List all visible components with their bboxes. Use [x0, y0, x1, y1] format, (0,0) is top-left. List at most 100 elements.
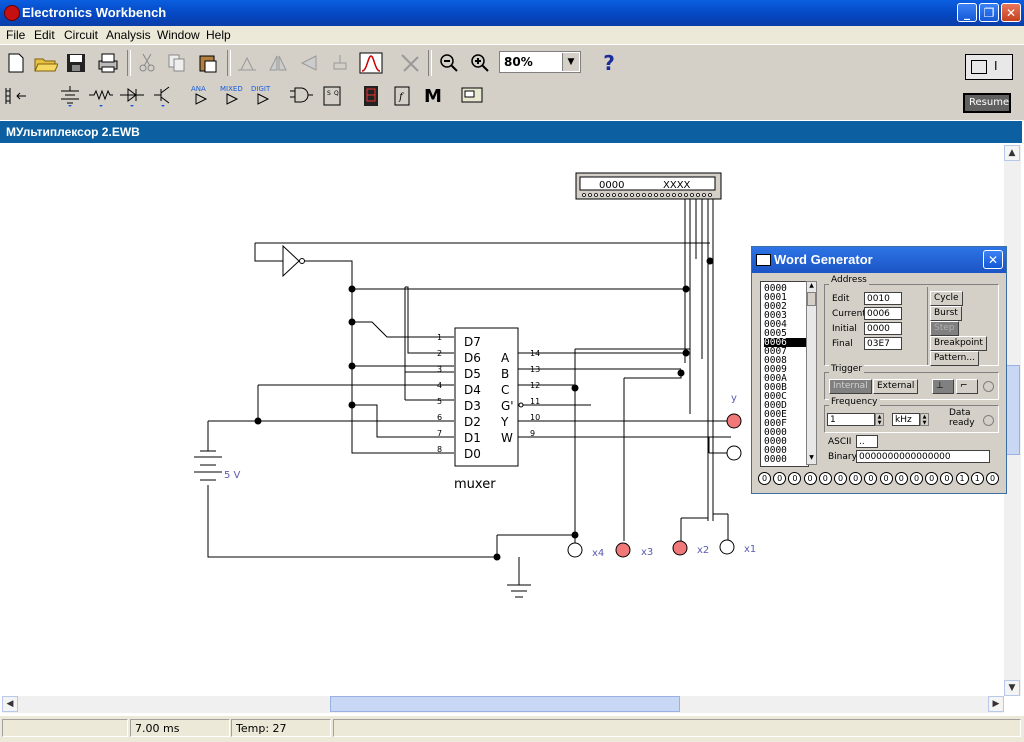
frequency-spinner-icon[interactable]: ▲▼ — [875, 413, 884, 426]
word-generator-close-button[interactable]: ✕ — [983, 250, 1003, 269]
analysis-graph-icon[interactable] — [357, 49, 385, 77]
cut-icon[interactable] — [133, 49, 161, 77]
initial-field[interactable]: 0000 — [864, 322, 902, 335]
horizontal-scrollbar[interactable]: ◀ ▶ — [2, 696, 1004, 713]
favorites-bin-icon[interactable] — [2, 82, 30, 110]
menu-window[interactable]: Window — [157, 28, 200, 42]
basic-bin-icon[interactable] — [87, 82, 115, 110]
copy-icon[interactable] — [163, 49, 191, 77]
frequency-unit[interactable]: kHz — [892, 413, 920, 426]
output-bit-terminal[interactable]: 0 — [879, 472, 893, 485]
unit-spinner-icon[interactable]: ▲▼ — [920, 413, 929, 426]
word-list-scrollbar[interactable]: ▲ ▼ — [806, 281, 817, 465]
print-icon[interactable] — [94, 49, 122, 77]
frequency-field[interactable]: 1 — [827, 413, 875, 426]
output-bit-terminal[interactable]: 0 — [818, 472, 832, 485]
pattern-button[interactable]: Pattern... — [930, 351, 979, 366]
minimize-button[interactable]: _ — [957, 3, 977, 22]
word-list-item[interactable]: 0000 — [764, 445, 787, 456]
miscellaneous-bin-icon[interactable]: M — [419, 82, 447, 110]
rising-edge-icon[interactable]: ⊥ — [932, 379, 954, 394]
menu-circuit[interactable]: Circuit — [64, 28, 99, 42]
trigger-terminal-icon[interactable] — [983, 381, 994, 392]
component-properties-icon[interactable] — [326, 49, 354, 77]
output-bit-terminal[interactable]: 0 — [986, 472, 999, 485]
falling-edge-icon[interactable]: ⌐ — [956, 379, 978, 394]
save-icon[interactable] — [62, 49, 90, 77]
output-bit-terminal[interactable]: 0 — [803, 472, 817, 485]
word-list-item[interactable]: 0000 — [764, 454, 787, 465]
output-bit-terminal[interactable]: 1 — [955, 472, 969, 485]
step-button[interactable]: Step — [930, 321, 959, 336]
word-list-item[interactable]: 0007 — [764, 346, 787, 357]
word-list-item[interactable]: 0000 — [764, 427, 787, 438]
output-bit-terminal[interactable]: 0 — [940, 472, 954, 485]
menu-analysis[interactable]: Analysis — [106, 28, 151, 42]
binary-field[interactable]: 0000000000000000 — [856, 450, 990, 463]
final-field[interactable]: 03E7 — [864, 337, 902, 350]
output-bit-terminal[interactable]: 0 — [773, 472, 787, 485]
word-list-item[interactable]: 000B — [764, 382, 787, 393]
digital-ics-bin-icon[interactable]: DIGIT — [249, 82, 277, 110]
menu-file[interactable]: File — [6, 28, 26, 42]
scroll-up-icon[interactable]: ▲ — [1004, 145, 1020, 161]
word-list-item[interactable]: 0005 — [764, 328, 787, 339]
power-switch[interactable]: I — [965, 54, 1013, 80]
zoom-out-icon[interactable] — [435, 49, 463, 77]
menu-help[interactable]: Help — [206, 28, 231, 42]
word-list-item[interactable]: 0003 — [764, 310, 787, 321]
output-bit-terminal[interactable]: 0 — [849, 472, 863, 485]
ascii-field[interactable]: .. — [856, 435, 878, 448]
menu-edit[interactable]: Edit — [34, 28, 55, 42]
rotate-icon[interactable] — [233, 49, 261, 77]
scroll-down-icon[interactable]: ▼ — [1004, 680, 1020, 696]
sources-bin-icon[interactable] — [56, 82, 84, 110]
resume-button[interactable]: Resume — [963, 93, 1011, 113]
vertical-scrollbar[interactable]: ▲ ▼ — [1004, 145, 1021, 696]
list-scroll-thumb[interactable] — [807, 292, 816, 306]
word-list-item[interactable]: 000E — [764, 409, 787, 420]
analog-ics-bin-icon[interactable]: ANA — [187, 82, 215, 110]
word-list-item[interactable]: 000F — [764, 418, 787, 429]
scroll-right-icon[interactable]: ▶ — [988, 696, 1004, 712]
word-list-item[interactable]: 000C — [764, 391, 787, 402]
word-list-item[interactable]: 000D — [764, 400, 787, 411]
chevron-down-icon[interactable]: ▼ — [562, 53, 579, 71]
word-list-item[interactable]: 000A — [764, 373, 787, 384]
word-list-item[interactable]: 0000 — [764, 283, 787, 294]
word-list-item[interactable]: 0004 — [764, 319, 787, 330]
flip-horizontal-icon[interactable] — [264, 49, 292, 77]
flip-vertical-icon[interactable] — [295, 49, 323, 77]
output-bit-terminal[interactable]: 0 — [910, 472, 923, 485]
output-bit-terminal[interactable]: 0 — [925, 472, 939, 485]
paste-icon[interactable] — [194, 49, 222, 77]
scroll-left-icon[interactable]: ◀ — [2, 696, 18, 712]
current-field[interactable]: 0006 — [864, 307, 902, 320]
edit-field[interactable]: 0010 — [864, 292, 902, 305]
transistors-bin-icon[interactable] — [149, 82, 177, 110]
output-bit-terminal[interactable]: 0 — [834, 472, 847, 485]
cycle-button[interactable]: Cycle — [930, 291, 963, 306]
word-list-item[interactable]: 0006 — [764, 338, 808, 347]
indicators-bin-icon[interactable] — [357, 82, 385, 110]
word-list-item[interactable]: 0008 — [764, 355, 787, 366]
mixed-ics-bin-icon[interactable]: MIXED — [218, 82, 246, 110]
output-bit-terminal[interactable]: 0 — [788, 472, 802, 485]
create-subcircuit-icon[interactable] — [396, 49, 424, 77]
output-bit-terminal[interactable]: 1 — [970, 472, 984, 485]
word-list-item[interactable]: 0000 — [764, 436, 787, 447]
help-button[interactable]: ? — [594, 49, 624, 77]
output-bit-terminal[interactable]: 0 — [894, 472, 908, 485]
diodes-bin-icon[interactable] — [118, 82, 146, 110]
logic-gates-bin-icon[interactable] — [287, 82, 315, 110]
list-scroll-down-icon[interactable]: ▼ — [809, 454, 814, 461]
horizontal-scroll-thumb[interactable] — [330, 696, 680, 712]
internal-button[interactable]: Internal — [829, 379, 872, 394]
data-ready-terminal-icon[interactable] — [983, 415, 994, 426]
word-list-item[interactable]: 0009 — [764, 364, 787, 375]
zoom-select[interactable]: 80% ▼ — [499, 51, 581, 73]
burst-button[interactable]: Burst — [930, 306, 962, 321]
